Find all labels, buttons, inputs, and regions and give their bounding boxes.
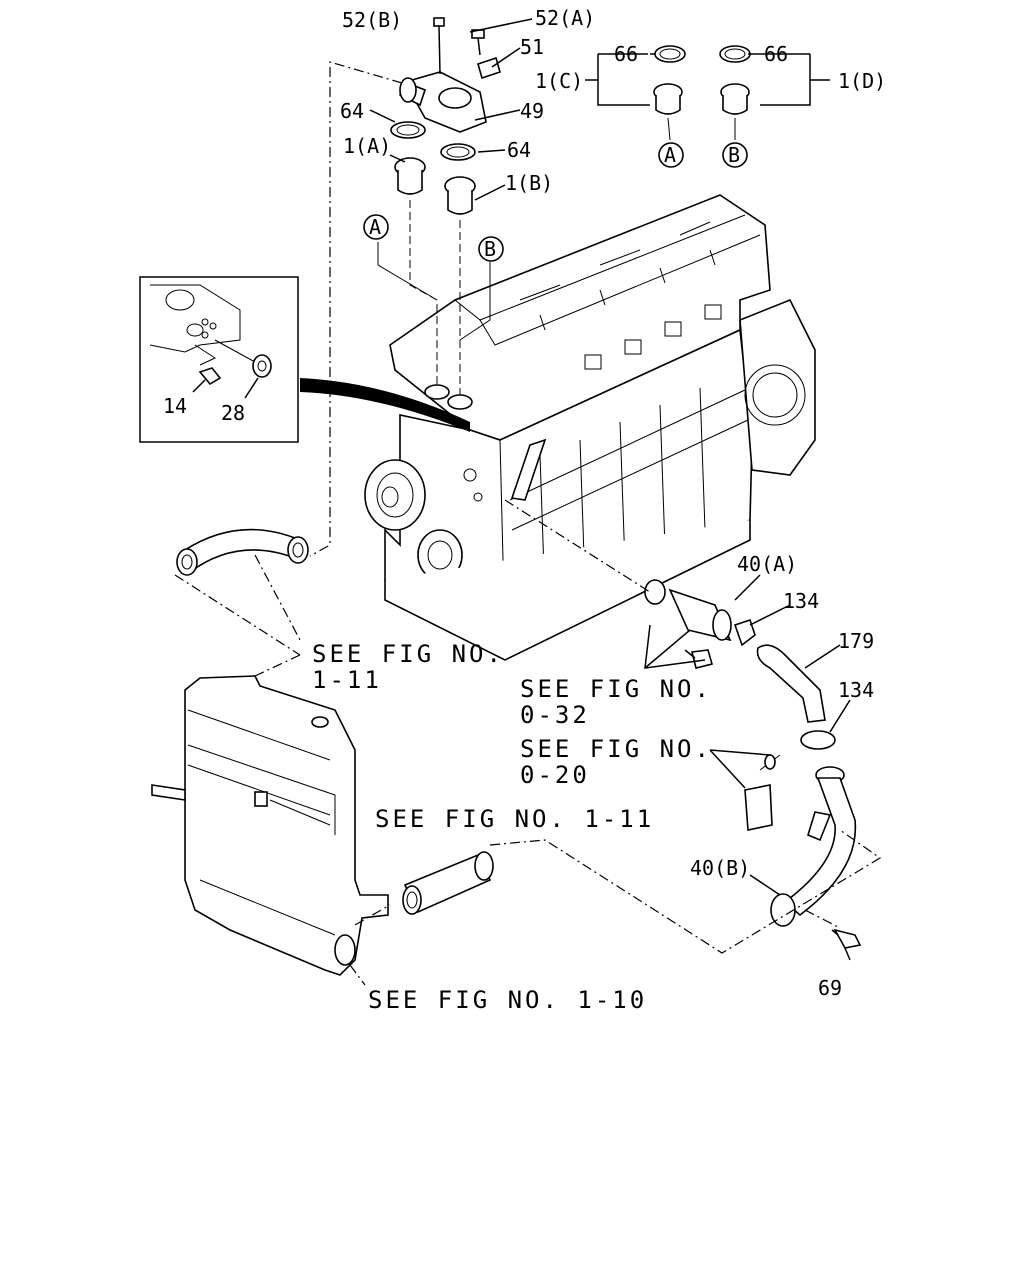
label-64-left: 64 [340,99,364,123]
see-fig-0-32-line1: SEE FIG NO. [520,675,712,703]
label-49: 49 [520,99,544,123]
label-179: 179 [838,629,874,653]
see-fig-1-11-mid: SEE FIG NO. 1-11 [375,805,654,833]
detail-pointer-arrow [300,378,470,432]
clamp-134-drawing [800,730,836,750]
label-1d: 1(D) [838,69,886,93]
engine-block-drawing [364,194,816,661]
radiator-drawing [151,675,389,976]
see-fig-0-20-line2: 0-20 [520,761,590,789]
label-64-right: 64 [507,138,531,162]
reference-lines [174,61,882,986]
label-1c: 1(C) [535,69,583,93]
label-14: 14 [163,394,187,418]
label-52a: 52(A) [535,6,595,30]
label-leaders [369,18,851,961]
circle-ref-a-upper: A [363,214,389,240]
circle-ref-b-right: B [722,142,748,168]
label-52b: 52(B) [342,8,402,32]
hose-179-drawing [756,644,826,723]
label-66-right: 66 [764,42,788,66]
label-134-lower: 134 [838,678,874,702]
lower-pipe-drawing [402,851,494,915]
label-66-left: 66 [614,42,638,66]
svg-text:A: A [664,143,676,167]
label-69: 69 [818,976,842,1000]
thermostat-variants-drawing [597,45,811,141]
see-fig-0-32-line2: 0-32 [520,701,590,729]
see-fig-1-11-top-line2: 1-11 [312,666,382,694]
label-40b: 40(B) [690,856,750,880]
see-fig-1-11-top-line1: SEE FIG NO. [312,640,504,668]
label-28: 28 [221,401,245,425]
see-fig-1-10: SEE FIG NO. 1-10 [368,986,647,1014]
circle-ref-b-upper: B [478,236,504,262]
thermostat-housing-drawing [377,17,501,395]
see-fig-0-20-line1: SEE FIG NO. [520,735,712,763]
label-51: 51 [520,35,544,59]
pipe-40b-drawing [744,754,862,949]
label-40a: 40(A) [737,552,797,576]
label-134-upper: 134 [783,589,819,613]
water-outlet-40a-drawing [644,579,756,669]
svg-text:A: A [369,215,381,239]
detail-inset-box [139,276,299,443]
label-1a: 1(A) [343,134,391,158]
label-1b: 1(B) [505,171,553,195]
upper-hose-drawing [176,528,309,576]
svg-text:B: B [484,237,496,261]
circle-ref-a-right: A [658,142,684,168]
svg-text:B: B [728,143,740,167]
